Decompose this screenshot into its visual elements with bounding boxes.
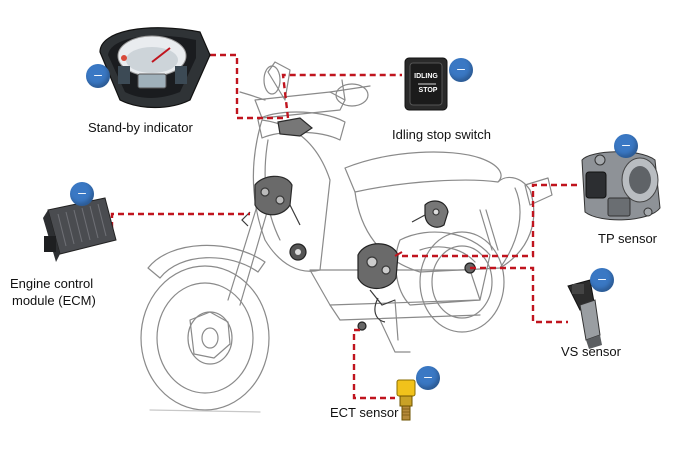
idling-stop-switch-badge: – <box>449 58 473 82</box>
tp-sensor-image <box>581 151 661 221</box>
handlebar-meter-component <box>277 117 314 137</box>
label-ecm-line1: Engine control <box>10 276 94 291</box>
front-harness-component <box>241 175 301 227</box>
label-ecm-line2: module (ECM) <box>12 293 96 308</box>
ect-sensor-image <box>396 379 416 421</box>
internal-components <box>241 117 476 331</box>
tp-sensor-badge: – <box>614 134 638 158</box>
label-ect-sensor: ECT sensor <box>330 405 399 420</box>
label-vs-sensor: VS sensor <box>561 344 621 359</box>
scooter-illustration <box>140 61 553 413</box>
standby-indicator-image <box>99 27 211 109</box>
connector-ect <box>352 328 395 400</box>
vs-sensor-image <box>567 279 602 349</box>
intake-component <box>411 200 449 228</box>
ect-sensor-badge: – <box>416 366 440 390</box>
label-idling-stop-switch: Idling stop switch <box>392 127 491 142</box>
front-wheel <box>140 265 270 411</box>
label-tp-sensor: TP sensor <box>598 231 658 246</box>
engine-cluster <box>357 243 403 323</box>
ecm-badge: – <box>70 182 94 206</box>
idling-stop-switch-image: IDLING STOP <box>404 57 448 111</box>
connector-vs <box>470 266 568 324</box>
connector-lines <box>110 53 580 400</box>
connector-standby <box>210 53 283 120</box>
label-standby-indicator: Stand-by indicator <box>88 120 193 135</box>
connector-idling <box>281 73 402 119</box>
rear-wheel <box>419 231 505 333</box>
switch-text-line1: IDLING <box>414 73 438 80</box>
standby-indicator-badge: – <box>86 64 110 88</box>
switch-text-line2: STOP <box>419 87 438 94</box>
vs-sensor-badge: – <box>590 268 614 292</box>
ecm-module-image <box>43 197 117 262</box>
connector-tp <box>402 183 580 258</box>
connector-ecm <box>110 212 250 228</box>
